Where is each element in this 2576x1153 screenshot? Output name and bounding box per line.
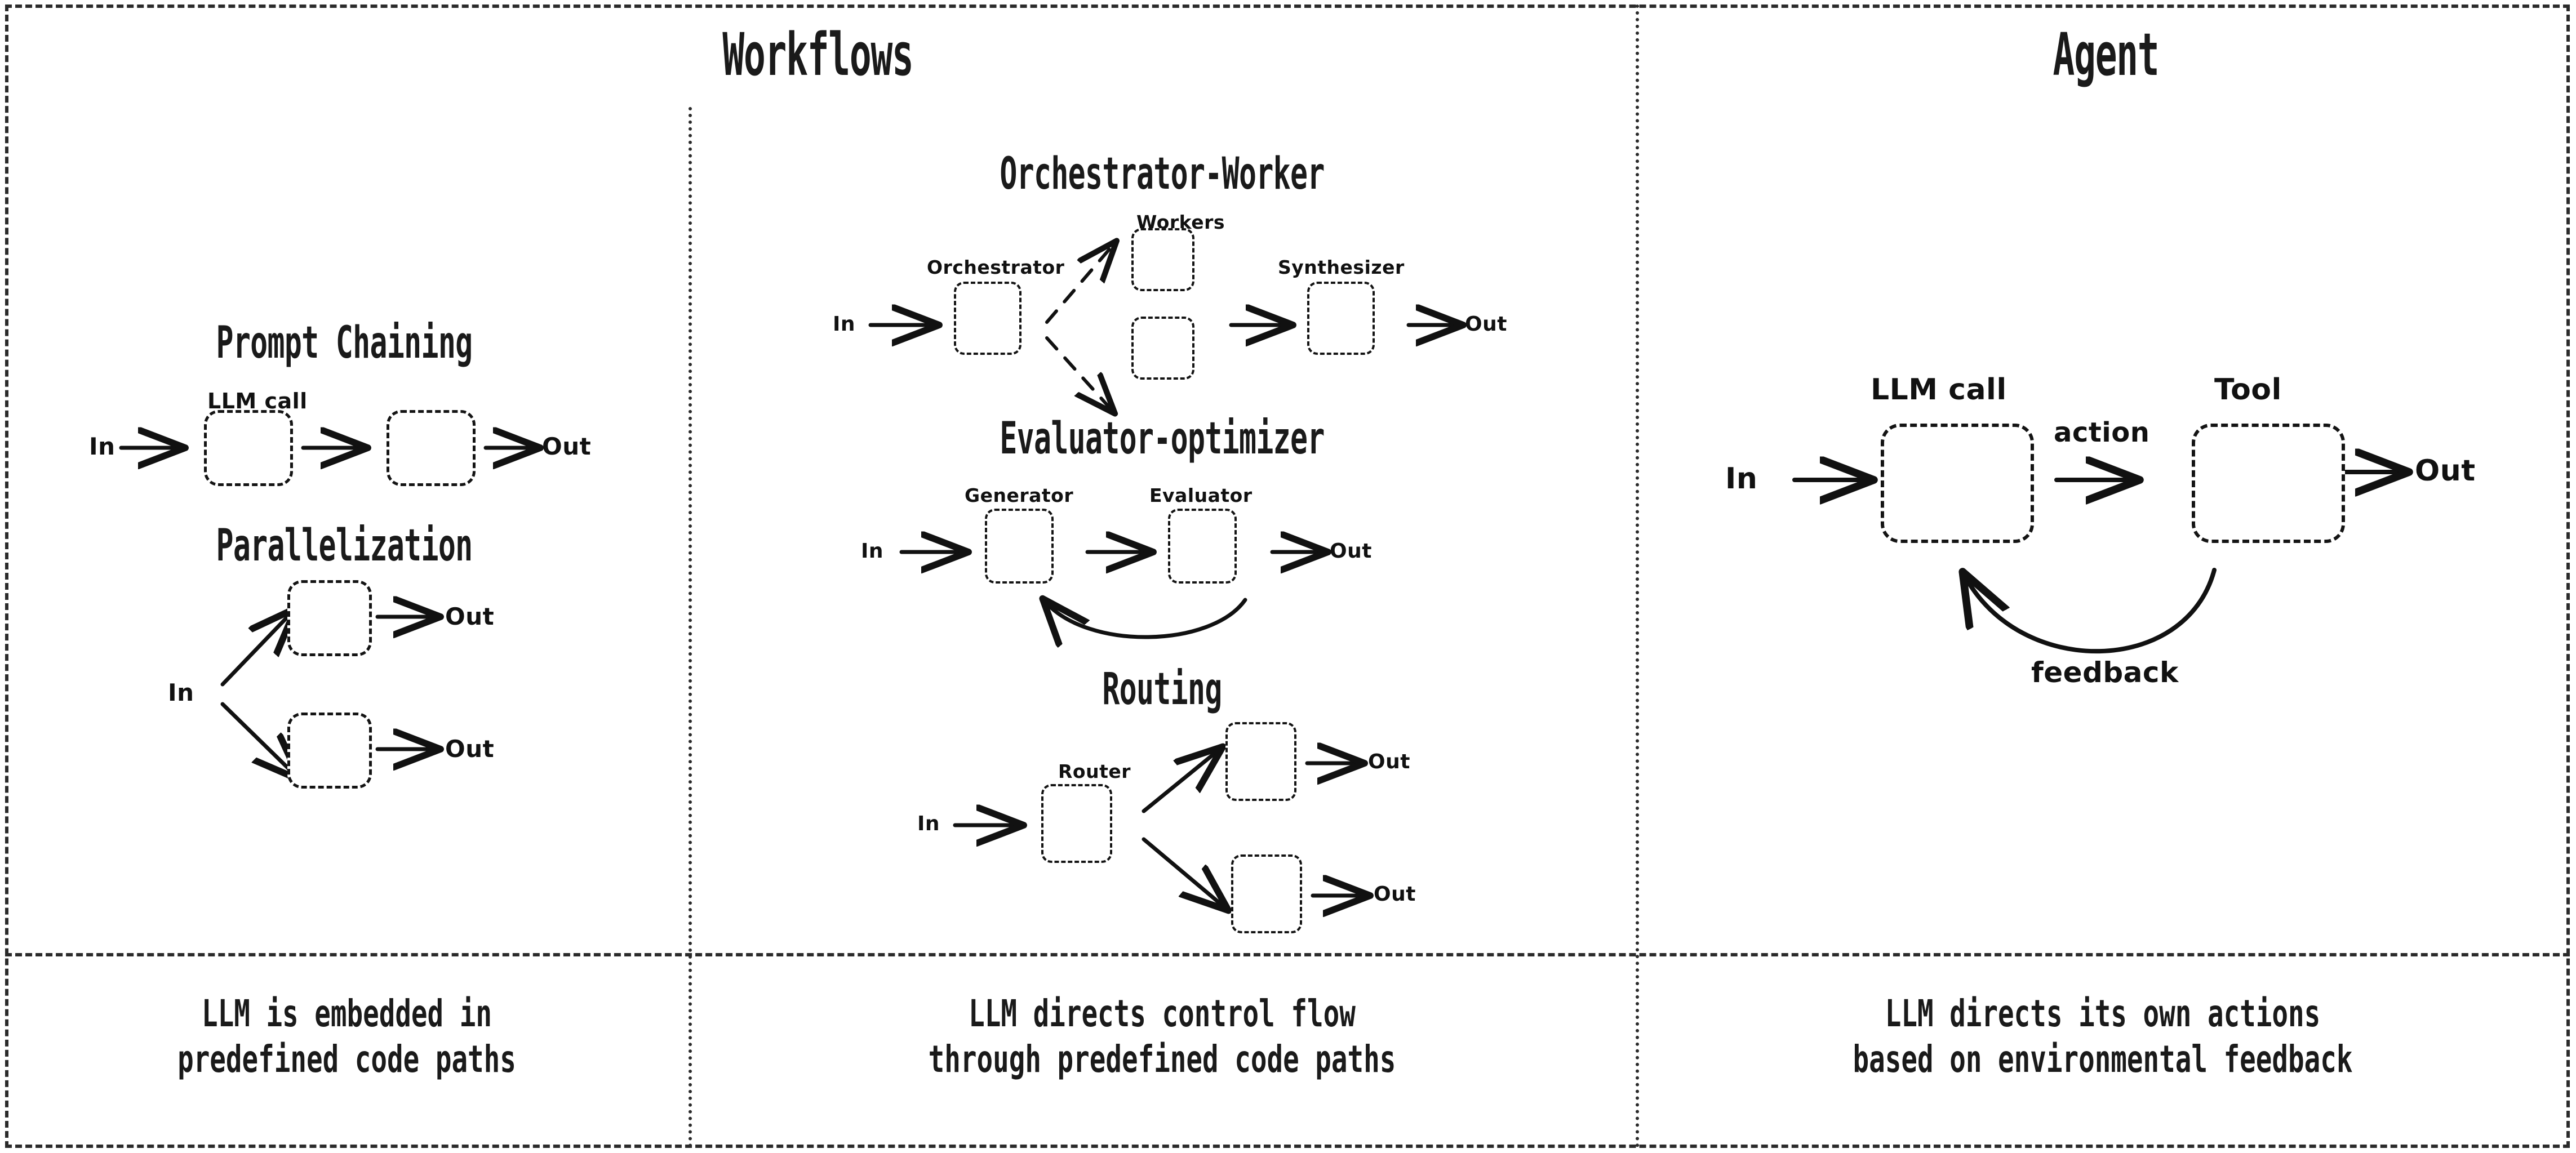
label-out-agent: Out	[2415, 454, 2476, 488]
node-orchestrator[interactable]	[954, 282, 1021, 355]
node-route-target-2[interactable]	[1231, 854, 1302, 933]
label-out-parallelization-bottom: Out	[445, 735, 495, 763]
divider-agent-column	[1636, 5, 1639, 1148]
page-title-agent: Agent	[2053, 20, 2160, 89]
label-in-prompt-chaining: In	[89, 433, 116, 460]
divider-captions-row	[5, 953, 2570, 956]
label-in-evaluator-optimizer: In	[861, 540, 884, 563]
node-evaluator[interactable]	[1168, 509, 1237, 584]
node-synthesizer[interactable]	[1307, 282, 1375, 355]
label-orchestrator: Orchestrator	[927, 256, 1065, 278]
node-llm-call-2[interactable]	[387, 410, 476, 486]
label-out-prompt-chaining: Out	[542, 433, 592, 460]
node-router[interactable]	[1041, 784, 1112, 863]
label-feedback-agent: feedback	[2031, 656, 2179, 689]
node-parallel-branch-2[interactable]	[287, 713, 372, 789]
node-parallel-branch-1[interactable]	[287, 580, 372, 656]
page-title-workflows: Workflows	[722, 20, 913, 89]
node-worker-1[interactable]	[1131, 228, 1194, 291]
caption-workflows-left: LLM is embedded in predefined code paths	[177, 992, 516, 1081]
node-route-target-1[interactable]	[1225, 722, 1296, 801]
label-out-orchestrator-worker: Out	[1465, 313, 1507, 336]
caption-workflows-middle: LLM directs control flow through predefi…	[928, 992, 1396, 1081]
section-title-evaluator-optimizer: Evaluator-optimizer	[1000, 413, 1325, 464]
label-out-parallelization-top: Out	[445, 603, 495, 630]
label-out-routing-top: Out	[1368, 750, 1410, 773]
label-router: Router	[1058, 760, 1131, 782]
diagram-outer-frame	[5, 5, 2570, 1148]
section-title-parallelization: Parallelization	[216, 520, 473, 571]
label-evaluator: Evaluator	[1149, 484, 1253, 506]
section-title-orchestrator-worker: Orchestrator-Worker	[1000, 149, 1325, 199]
label-out-evaluator-optimizer: Out	[1330, 540, 1372, 563]
label-synthesizer: Synthesizer	[1278, 256, 1405, 278]
node-llm-call-1[interactable]	[204, 410, 293, 486]
label-in-orchestrator-worker: In	[833, 313, 856, 336]
label-in-agent: In	[1725, 462, 1758, 496]
node-agent-llm-call[interactable]	[1881, 424, 2034, 543]
label-llm-call-agent: LLM call	[1871, 373, 2007, 407]
label-action-agent: action	[2054, 417, 2150, 448]
label-llm-call-prompt-chaining: LLM call	[207, 389, 308, 413]
label-out-routing-bottom: Out	[1374, 883, 1416, 906]
section-title-routing: Routing	[1102, 664, 1222, 715]
node-generator[interactable]	[985, 509, 1054, 584]
node-agent-tool[interactable]	[2192, 424, 2345, 543]
label-in-routing: In	[917, 812, 940, 835]
label-in-parallelization: In	[168, 679, 194, 706]
section-title-prompt-chaining: Prompt Chaining	[216, 318, 473, 368]
caption-agent-right: LLM directs its own actions based on env…	[1853, 992, 2353, 1081]
label-generator: Generator	[965, 484, 1074, 506]
label-tool-agent: Tool	[2214, 373, 2282, 407]
node-worker-2[interactable]	[1131, 317, 1194, 380]
divider-left-column	[689, 107, 692, 1148]
